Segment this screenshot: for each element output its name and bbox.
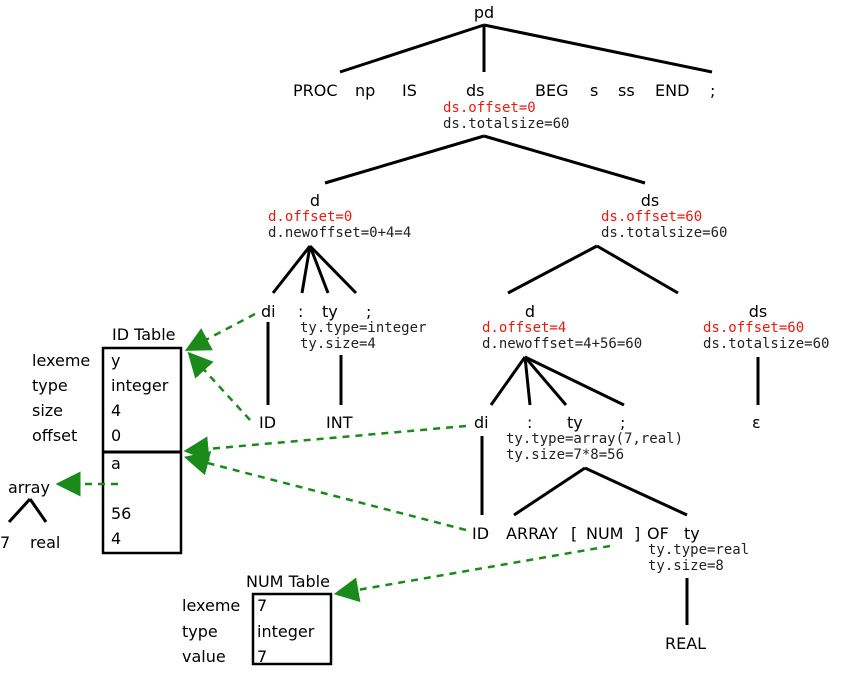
node-di1: di — [261, 302, 276, 321]
svg-text:lexeme: lexeme — [182, 596, 240, 615]
node-ty3: ty — [684, 524, 700, 543]
d2-offset: d.offset=4 — [482, 320, 566, 336]
svg-text:value: value — [182, 647, 226, 666]
pointer-di2-to-idtable — [183, 424, 467, 462]
sym-beg: BEG — [535, 81, 568, 100]
node-pd: pd — [474, 3, 494, 22]
sym-array: ARRAY — [506, 524, 558, 543]
id-table-row-y: y integer 4 0 — [111, 351, 169, 445]
svg-text:integer: integer — [111, 376, 169, 395]
node-ds2: ds — [749, 302, 768, 321]
sym-ss: ss — [618, 81, 635, 100]
sym-rbrack: ] — [634, 524, 640, 543]
sym-lbrack: [ — [571, 524, 577, 543]
sym-proc: PROC — [293, 81, 338, 100]
ds1-totalsize: ds.totalsize=60 — [601, 225, 727, 241]
ty3-size: ty.size=8 — [648, 558, 724, 574]
array-type-size: 7 — [0, 533, 10, 552]
svg-text:y: y — [111, 351, 120, 370]
ty3-type: ty.type=real — [648, 542, 749, 558]
sym-semi2: ; — [620, 413, 625, 432]
num-table-field-labels: lexeme type value — [182, 596, 240, 666]
svg-text:56: 56 — [111, 504, 131, 523]
sym-colon1: : — [298, 302, 303, 321]
svg-text:4: 4 — [111, 529, 121, 548]
sym-is: IS — [402, 81, 417, 100]
node-ty1: ty — [322, 302, 338, 321]
pointer-id1-to-idtable — [187, 351, 251, 421]
sym-of: OF — [647, 524, 669, 543]
svg-text:4: 4 — [111, 401, 121, 420]
root-edges — [339, 23, 713, 74]
ds1-offset: ds.offset=60 — [601, 209, 702, 225]
array-type-elem: real — [30, 533, 60, 552]
num-table-row: 7 integer 7 — [257, 596, 315, 666]
array-type-label: array — [8, 478, 50, 497]
node-d2: d — [525, 302, 535, 321]
id-table-field-labels: lexeme type size offset — [32, 351, 90, 445]
sym-num: NUM — [586, 524, 623, 543]
svg-text:type: type — [32, 376, 68, 395]
num-table-box — [251, 592, 333, 666]
node-ty2: ty — [567, 413, 583, 432]
ds2-offset: ds.offset=60 — [703, 320, 804, 336]
ty2-type: ty.type=array(7,real) — [506, 431, 683, 447]
sym-end: END — [655, 81, 689, 100]
sym-s: s — [590, 81, 598, 100]
svg-text:7: 7 — [257, 647, 267, 666]
sym-semi1: ; — [366, 302, 371, 321]
svg-text:type: type — [182, 622, 218, 641]
ty1-size: ty.size=4 — [300, 336, 376, 352]
node-d1: d — [310, 191, 320, 210]
node-di2: di — [474, 413, 489, 432]
pointer-di1-to-idtable — [184, 312, 256, 351]
level1-symbols: PROC np IS ds BEG s ss END ; — [293, 81, 715, 100]
id-table-title: ID Table — [112, 325, 176, 344]
sym-int: INT — [326, 413, 353, 432]
pointer-num-to-numtable — [333, 544, 611, 603]
svg-text:offset: offset — [32, 426, 77, 445]
ds-root-totalsize: ds.totalsize=60 — [443, 116, 569, 132]
num-table-title: NUM Table — [246, 572, 330, 591]
sym-id2: ID — [472, 524, 489, 543]
svg-text:a: a — [111, 454, 121, 473]
ty2-size: ty.size=7*8=56 — [506, 447, 624, 463]
sym-id1: ID — [259, 413, 276, 432]
svg-text:0: 0 — [111, 426, 121, 445]
sym-semi: ; — [710, 81, 715, 100]
sym-epsilon: ε — [752, 413, 761, 432]
ds2-totalsize: ds.totalsize=60 — [703, 336, 829, 352]
node-ds1: ds — [641, 191, 660, 210]
symbol-table-pointers — [55, 312, 611, 603]
svg-text:lexeme: lexeme — [32, 351, 90, 370]
sym-np: np — [355, 81, 375, 100]
ty1-type: ty.type=integer — [300, 320, 426, 336]
pointer-id2-to-idtable — [183, 451, 467, 532]
sym-colon2: : — [527, 413, 532, 432]
sym-real: REAL — [665, 634, 706, 653]
d2-newoffset: d.newoffset=4+56=60 — [482, 336, 642, 352]
ds-root-offset: ds.offset=0 — [443, 100, 536, 116]
sym-ds: ds — [466, 81, 485, 100]
d1-newoffset: d.newoffset=0+4=4 — [268, 225, 411, 241]
svg-text:size: size — [32, 401, 63, 420]
svg-text:7: 7 — [257, 596, 267, 615]
svg-text:integer: integer — [257, 622, 315, 641]
d1-offset: d.offset=0 — [268, 209, 352, 225]
id-table-row-a: a 56 4 — [111, 454, 131, 548]
